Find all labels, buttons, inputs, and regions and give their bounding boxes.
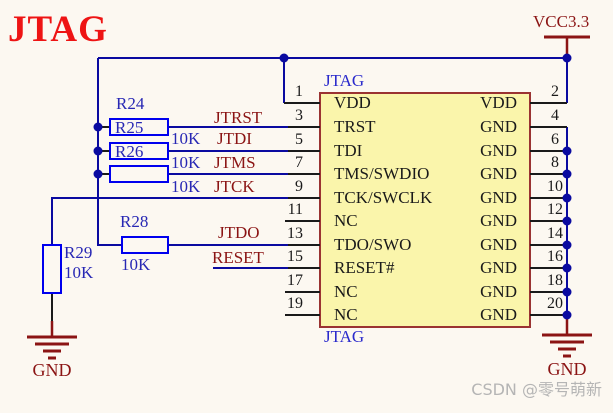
net-label-jtck: JTCK xyxy=(214,177,255,196)
wires xyxy=(51,57,568,316)
net-label-reset: RESET xyxy=(212,248,264,267)
pin-number-6: 6 xyxy=(551,131,559,148)
resistor-r29-designator: R29 xyxy=(64,243,93,262)
resistor-r25-designator: R25 xyxy=(115,118,144,137)
pin-number-5: 5 xyxy=(295,131,303,148)
pin-name-gnd-8: GND xyxy=(480,164,517,183)
pin-number-9: 9 xyxy=(295,178,303,195)
pin-number-15: 15 xyxy=(287,248,303,265)
resistor-r29-value: 10K xyxy=(64,263,94,282)
resistor-r29 xyxy=(42,244,62,294)
pin-stubs xyxy=(51,102,567,322)
resistor-r26 xyxy=(109,165,169,183)
pin-name-tdi: TDI xyxy=(334,141,363,160)
pin-name-gnd-14: GND xyxy=(480,235,517,254)
pin-name-nc-11: NC xyxy=(334,211,358,230)
pin-number-11: 11 xyxy=(287,201,303,218)
pin-name-tms-swdio: TMS/SWDIO xyxy=(334,164,430,183)
pin-name-gnd-20: GND xyxy=(480,305,517,324)
gnd-label-left: GND xyxy=(32,360,72,380)
pin-number-17: 17 xyxy=(287,272,303,289)
pin-name-gnd-10: GND xyxy=(480,188,517,207)
pin-number-2: 2 xyxy=(551,83,559,100)
pin-name-trst: TRST xyxy=(334,117,376,136)
resistor-r28-designator: R28 xyxy=(120,212,149,231)
gnd-symbol-right xyxy=(542,316,592,358)
resistor-r24-value: 10K xyxy=(171,129,201,148)
pin-name-tdo-swo: TDO/SWO xyxy=(334,235,412,254)
pin-name-gnd-18: GND xyxy=(480,282,517,301)
pin-name-vdd-left: VDD xyxy=(334,93,371,112)
pin-name-tck-swclk: TCK/SWCLK xyxy=(334,188,433,207)
gnd-label-right: GND xyxy=(547,359,587,379)
jtag-connector-body xyxy=(319,92,531,328)
pin-name-reset: RESET# xyxy=(334,258,395,277)
gnd-symbol-left xyxy=(27,321,77,360)
net-label-jtdo: JTDO xyxy=(218,223,260,242)
resistor-r25 xyxy=(109,142,169,160)
pin-number-3: 3 xyxy=(295,107,303,124)
pin-number-1: 1 xyxy=(295,83,303,100)
watermark: CSDN @零号萌新 xyxy=(471,380,602,399)
resistor-r25-value: 10K xyxy=(171,153,201,172)
vcc-label: VCC3.3 xyxy=(533,12,590,31)
pin-number-16: 16 xyxy=(547,248,563,265)
pin-number-18: 18 xyxy=(547,272,563,289)
pin-number-19: 19 xyxy=(287,295,303,312)
connector-label-bottom: JTAG xyxy=(324,327,365,346)
pin-name-nc-17: NC xyxy=(334,282,358,301)
pin-name-gnd-16: GND xyxy=(480,258,517,277)
pin-number-12: 12 xyxy=(547,201,563,218)
pin-number-7: 7 xyxy=(295,154,303,171)
resistor-r24-designator: R24 xyxy=(116,94,145,113)
pin-number-13: 13 xyxy=(287,225,303,242)
pin-name-nc-19: NC xyxy=(334,305,358,324)
net-label-jtms: JTMS xyxy=(214,153,256,172)
net-label-jtrst: JTRST xyxy=(214,108,263,127)
pin-number-20: 20 xyxy=(547,295,563,312)
page-title: JTAG xyxy=(8,9,108,50)
pin-number-8: 8 xyxy=(551,154,559,171)
resistor-r28 xyxy=(121,236,169,254)
pin-name-gnd-12: GND xyxy=(480,211,517,230)
pin-name-vdd-right: VDD xyxy=(480,93,517,112)
resistor-r26-designator: R26 xyxy=(115,142,144,161)
pin-number-14: 14 xyxy=(547,225,563,242)
pin-name-gnd-4: GND xyxy=(480,117,517,136)
net-label-jtdi: JTDI xyxy=(217,129,252,148)
resistor-r28-value: 10K xyxy=(121,255,151,274)
pin-number-10: 10 xyxy=(547,178,563,195)
connector-label-top: JTAG xyxy=(324,71,365,90)
resistor-r26-value: 10K xyxy=(171,177,201,196)
resistor-r24 xyxy=(109,118,169,136)
junction-dots xyxy=(93,53,572,320)
pin-name-gnd-6: GND xyxy=(480,141,517,160)
pin-number-4: 4 xyxy=(551,107,559,124)
